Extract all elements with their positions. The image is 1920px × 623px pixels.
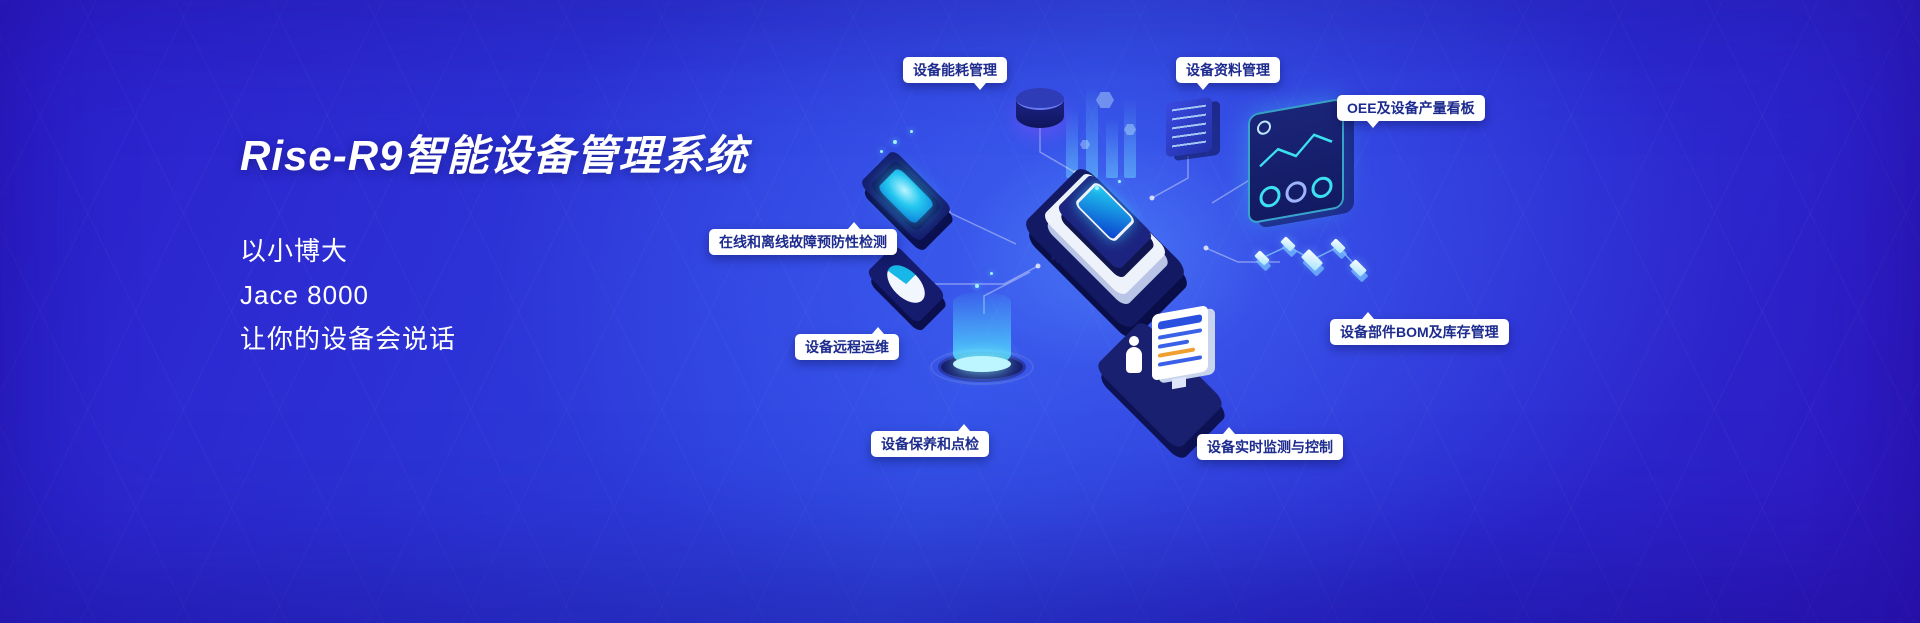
hexagon-particle-icon [1124,124,1136,135]
pie-chart-tile-icon [865,243,947,325]
pie-disc-icon [880,258,932,310]
person-icon [1129,336,1139,346]
label-oee-dashboard: OEE及设备产量看板 [1337,95,1485,128]
label-realtime-monitoring: 设备实时监测与控制 [1197,427,1343,460]
glow-bar-icon [1066,108,1078,178]
product-title: Rise-R9智能设备管理系统 [240,132,748,179]
linked-cubes-icon [1349,259,1367,277]
dashboard-chart-icon [1257,120,1333,208]
operator-workstation-icon [1152,305,1208,381]
database-cylinder-icon [1016,88,1064,128]
particle-dot [893,140,897,144]
screen-row-bar [1158,328,1202,340]
particle-dot [1118,180,1121,183]
tagline-line-2: Jace 8000 [240,280,369,310]
linked-cubes-icon [1280,236,1296,252]
particle-dot [910,130,913,133]
particle-dot [880,150,883,153]
hologram-beam-icon [953,292,1011,366]
label-bom-inventory: 设备部件BOM及库存管理 [1330,312,1509,345]
linked-cubes-icon [1300,248,1324,272]
hero-text-block: Rise-R9智能设备管理系统 以小博大 Jace 8000 让你的设备会说话 [240,122,747,361]
particle-dot [990,272,993,275]
linked-cubes-icon [1330,238,1346,254]
glow-bar-icon [1106,118,1118,178]
tagline-line-1: 以小博大 [240,236,349,266]
glow-bar-icon [1124,98,1136,178]
person-icon [1126,347,1142,373]
hologram-projector-icon [953,356,1011,372]
server-stack-icon [1166,96,1212,158]
label-remote-operations: 设备远程运维 [795,327,899,360]
label-equipment-energy: 设备能耗管理 [903,57,1007,90]
label-equipment-records: 设备资料管理 [1176,57,1280,90]
screen-header-bar [1158,314,1202,330]
screen-row-bar [1158,355,1202,367]
particle-dot [1095,186,1099,190]
screen-row-bar [1158,339,1189,349]
particle-dot [975,284,979,288]
dashboard-panel-icon [1248,97,1344,225]
hexagon-particle-icon [1096,92,1114,108]
tagline-line-3: 让你的设备会说话 [240,324,457,354]
label-fault-detection: 在线和离线故障预防性检测 [709,222,897,255]
label-maintenance-inspection: 设备保养和点检 [871,424,989,457]
glow-bar-icon [1086,86,1098,178]
hexagon-particle-icon [1080,140,1090,149]
